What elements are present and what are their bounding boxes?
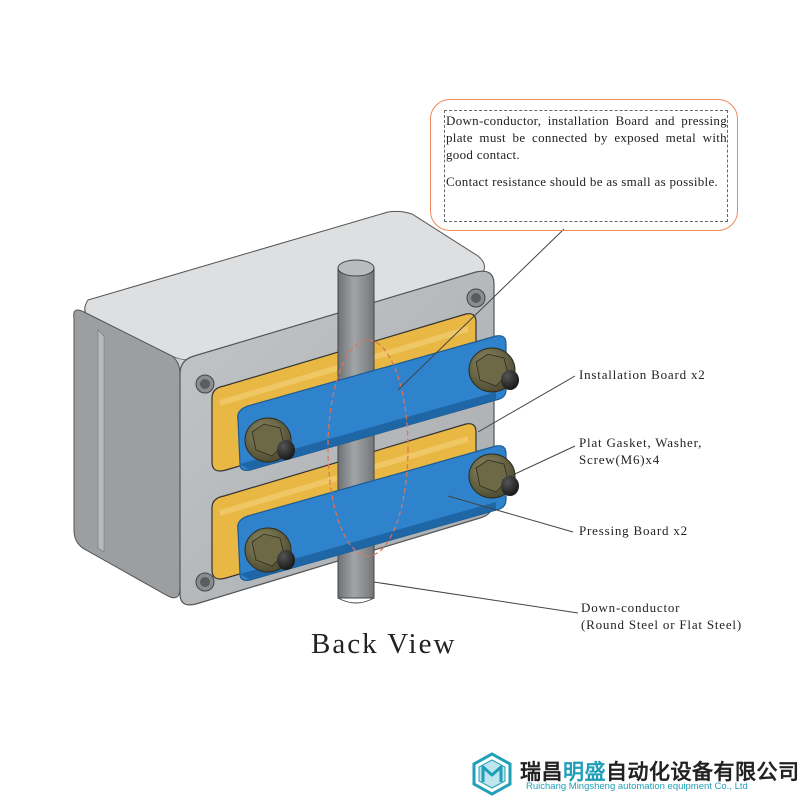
callout-paragraph-resistance: Contact resistance should be as small as… [446,174,719,189]
leader-lines [373,228,579,614]
label-down-conductor-line2: (Round Steel or Flat Steel) [581,617,742,632]
company-name-en: Ruichang Mingsheng automation equipment … [526,781,748,792]
company-name-cn: 瑞昌明盛自动化设备有限公司 [520,760,800,784]
pressing-board-upper [237,335,507,471]
company-logo-icon [472,752,512,796]
callout-paragraph-contact: Down-conductor, installation Board and p… [446,113,727,162]
bolt-upper-right [468,347,519,393]
bolt-lower-left [244,527,295,573]
label-pressing-board: Pressing Board x2 [579,523,688,538]
pressing-board-lower [237,445,507,581]
label-installation-board: Installation Board x2 [579,367,706,382]
label-gasket-line1: Plat Gasket, Washer, [579,435,703,450]
contact-highlight-ellipse [327,339,409,557]
label-gasket-line2: Screw(M6)x4 [579,452,661,467]
bolt-lower-right [468,453,519,499]
label-down-conductor-line1: Down-conductor [581,600,681,615]
callout-note: Down-conductor, installation Board and p… [444,110,728,222]
bolt-upper-left [244,417,295,463]
view-title: Back View [311,628,457,660]
callout-frame [430,99,738,231]
